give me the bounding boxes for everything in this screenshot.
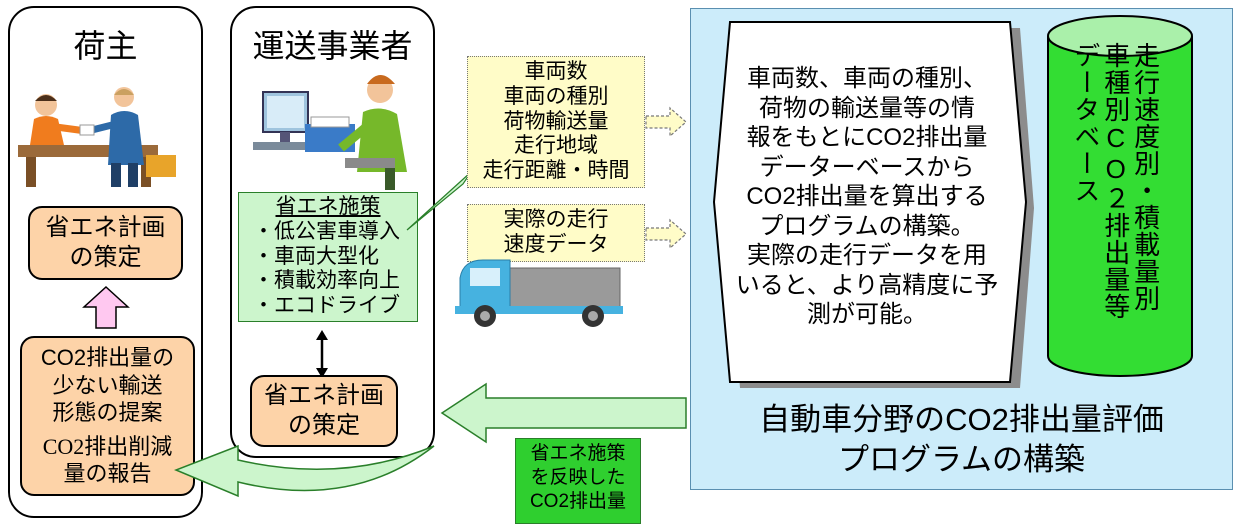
report-text: CO2排出削減 量の報告 xyxy=(42,433,173,487)
measure-item: ・低公害車導入 xyxy=(253,219,400,243)
proposal-text: CO2排出量の 少ない輸送 形態の提案 xyxy=(40,345,175,426)
green-left-arrow xyxy=(440,382,687,444)
shipper-plan-box: 省エネ計画 の策定 xyxy=(28,206,183,280)
program-description-shape xyxy=(712,21,1034,388)
office-meeting-illustration xyxy=(18,87,176,187)
dotted-right-arrow-2 xyxy=(645,218,687,250)
energy-saving-measures-box: 省エネ施策 ・低公害車導入 ・車両大型化 ・積載効率向上 ・エコドライブ xyxy=(238,192,418,322)
shipper-proposal-report-box: CO2排出量の 少ない輸送 形態の提案 CO2排出削減 量の報告 xyxy=(20,336,195,496)
carrier-title: 運送事業者 xyxy=(252,28,413,64)
pink-up-arrow xyxy=(82,285,130,329)
office-worker-illustration xyxy=(253,75,407,190)
double-arrow xyxy=(316,330,328,378)
shipper-title: 荷主 xyxy=(73,28,138,64)
measure-item: ・積載効率向上 xyxy=(253,269,400,293)
program-description-text: 車両数、車両の種別、 荷物の輸送量等の情 報をもとにCO2排出量 データーベース… xyxy=(735,65,999,329)
database-label: 走行速度別・積載量別 車種別CO２排出量等 データベース xyxy=(1070,42,1161,320)
measures-title: 省エネ施策 xyxy=(275,195,381,218)
measure-item: ・エコドライブ xyxy=(253,294,400,318)
truck-illustration xyxy=(455,259,623,327)
output-label-box: 省エネ施策 を反映した CO2排出量 xyxy=(515,438,641,524)
speed-data-box: 実際の走行 速度データ xyxy=(467,204,645,262)
database-cylinder xyxy=(1047,15,1193,377)
dotted-right-arrow-1 xyxy=(645,106,687,138)
callout-pointer xyxy=(406,171,472,231)
program-title: 自動車分野のCO2排出量評価 プログラムの構築 xyxy=(759,402,1164,478)
measure-item: ・車両大型化 xyxy=(253,244,379,268)
green-curved-arrow xyxy=(173,444,435,498)
vehicle-info-box: 車両数 車両の種別 荷物輸送量 走行地域 走行距離・時間 xyxy=(467,56,645,188)
carrier-plan-box: 省エネ計画 の策定 xyxy=(250,375,398,447)
